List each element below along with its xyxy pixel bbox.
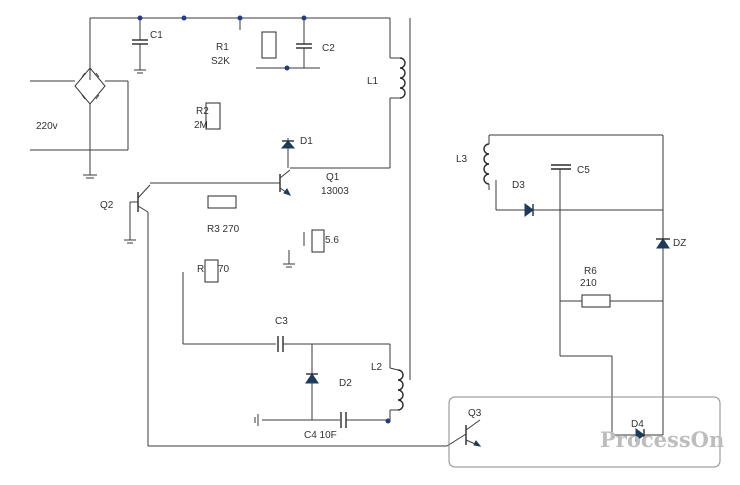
c4-label: C4 10F [304, 430, 337, 441]
transistor-q3 [465, 419, 482, 447]
transistor-q2 [124, 184, 151, 446]
r1-value: S2K [211, 56, 230, 67]
c1-label: C1 [150, 30, 163, 41]
r5-value: 5.6 [325, 235, 339, 246]
r6-value: 210 [580, 278, 597, 289]
diode-d3 [524, 203, 663, 217]
r6-label: R6 [584, 266, 597, 277]
resistor-r4 [182, 259, 276, 345]
l3-label: L3 [456, 154, 468, 165]
capacitor-c3 [277, 336, 391, 368]
q3-label: Q3 [468, 408, 482, 419]
r2-label: R2 [196, 106, 209, 117]
r4-label: R [197, 264, 204, 275]
r2-value: 2M [194, 120, 208, 131]
capacitor-c2 [296, 18, 312, 68]
d4-label: D4 [631, 419, 644, 430]
watermark-text: ProcessOn [600, 427, 724, 452]
transistor-q1 [150, 169, 291, 196]
diode-d1 [280, 138, 296, 168]
resistor-r5 [283, 229, 325, 268]
q3-frame [448, 396, 721, 468]
d2-label: D2 [339, 378, 352, 389]
r1-label: R1 [216, 42, 229, 53]
inductor-l2 [389, 367, 404, 421]
q2-q3-wire [148, 433, 467, 447]
q2-label: Q2 [100, 200, 114, 211]
r3-label: R3 270 [207, 224, 240, 235]
capacitor-c1 [132, 18, 148, 74]
q1-label: Q1 [326, 172, 340, 183]
zener-dz [656, 232, 670, 435]
c5-label: C5 [577, 165, 590, 176]
capacitor-c5 [551, 164, 613, 435]
bridge-rectifier [30, 67, 129, 179]
resistor-r1 [239, 17, 320, 69]
r4-value: 70 [218, 264, 230, 275]
d1-label: D1 [300, 136, 313, 147]
right-top-rail [489, 134, 664, 232]
resistor-r2 [205, 102, 221, 130]
source-voltage-label: 220v [36, 121, 58, 132]
resistor-r6 [560, 294, 663, 308]
dz-label: DZ [673, 238, 686, 249]
capacitor-c4 [254, 412, 388, 428]
diode-d4 [612, 428, 663, 442]
d3-label: D3 [512, 180, 525, 191]
c3-label: C3 [275, 316, 288, 327]
diode-d2 [305, 344, 319, 420]
inductor-l3 [483, 135, 525, 211]
l1-label: L1 [367, 76, 379, 87]
junction-dots [137, 15, 391, 424]
l2-label: L2 [371, 362, 383, 373]
resistor-r3 [207, 195, 237, 209]
q1-part: 13003 [321, 186, 349, 197]
junction-dot [181, 15, 187, 21]
c2-label: C2 [322, 43, 335, 54]
inductor-l1 [290, 57, 406, 169]
